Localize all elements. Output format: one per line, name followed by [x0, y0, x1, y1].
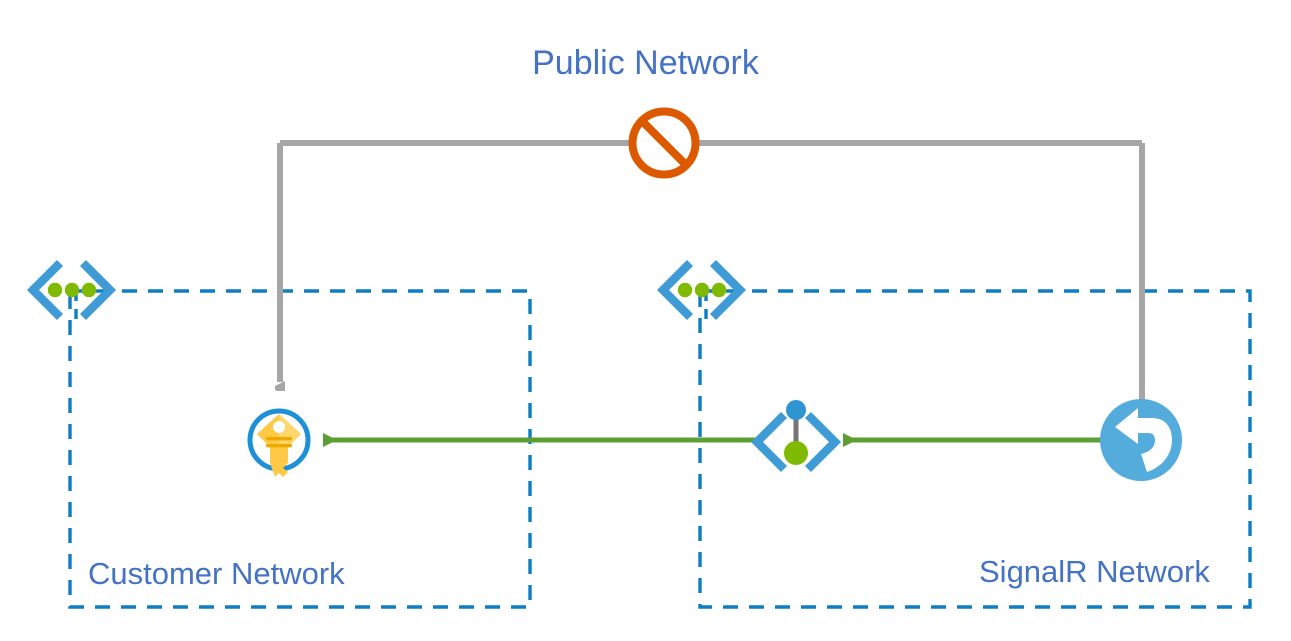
page-title: Public Network — [532, 44, 759, 82]
virtual-network-icon-customer — [26, 259, 117, 321]
private-endpoint-icon — [750, 400, 842, 473]
signalr-service-icon — [1100, 399, 1182, 481]
signalr-network-label: SignalR Network — [979, 554, 1210, 589]
key-icon — [247, 408, 311, 477]
customer-network-label: Customer Network — [88, 556, 345, 591]
signalr-network-boundary — [698, 289, 1252, 609]
public-network-path — [280, 140, 1145, 400]
prohibition-icon — [628, 107, 700, 179]
virtual-network-icon-signalr — [656, 259, 747, 321]
